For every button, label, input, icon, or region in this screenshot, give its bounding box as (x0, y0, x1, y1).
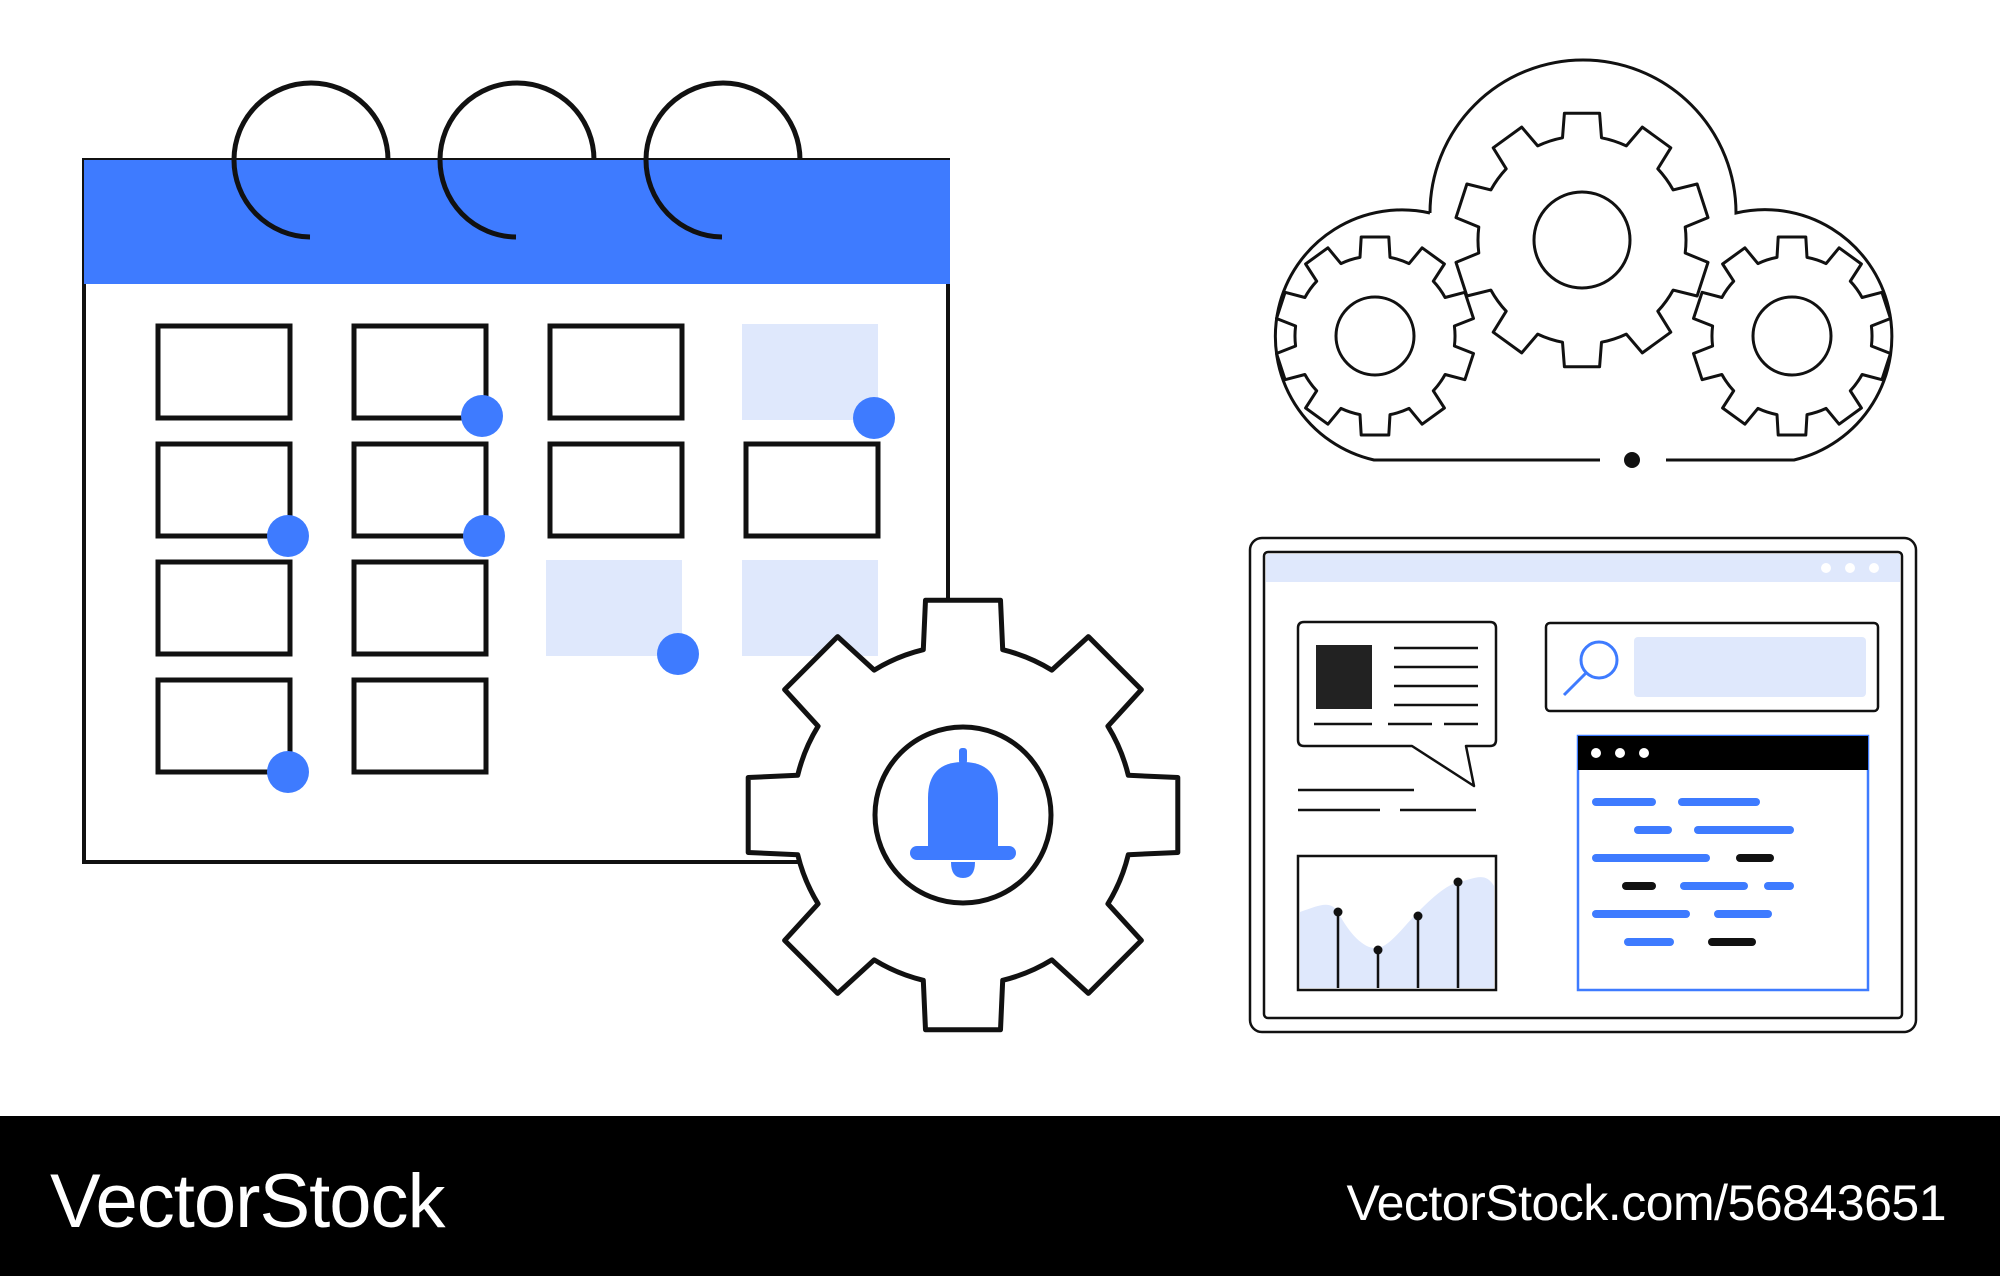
search-bar (1544, 621, 1880, 713)
gear-icon (1454, 111, 1710, 369)
window-dots (1821, 563, 1879, 573)
mini-chart (1296, 854, 1498, 992)
calendar-event-markers (267, 395, 895, 793)
cloud-dot (1624, 452, 1640, 468)
code-panel (1576, 734, 1870, 992)
gear-icon (1692, 235, 1892, 437)
calendar-icon (82, 80, 950, 864)
calendar-day-grid (155, 323, 881, 775)
message-card (1296, 620, 1498, 812)
cloud-gears-icon (1273, 58, 1894, 468)
search-field (1634, 637, 1866, 697)
illustration (82, 58, 1918, 1034)
gear-bell-icon (745, 597, 1181, 1033)
calendar-rings (231, 80, 803, 240)
watermark-footer: VectorStock VectorStock.com/56843651 (0, 1116, 2000, 1276)
bell-icon (910, 748, 1016, 878)
calendar-header (84, 160, 950, 284)
mini-chart-area (1300, 877, 1494, 988)
dashboard-window-icon (1248, 536, 1918, 1034)
image-url: VectorStock.com/56843651 (1346, 1175, 1947, 1231)
gear-icon (1275, 235, 1475, 437)
message-image (1316, 645, 1372, 709)
brand-name: VectorStock (50, 1159, 446, 1244)
code-panel-titlebar (1578, 736, 1868, 770)
window-titlebar (1266, 554, 1900, 582)
calendar-highlighted-days (546, 324, 878, 656)
search-icon (1562, 640, 1619, 697)
